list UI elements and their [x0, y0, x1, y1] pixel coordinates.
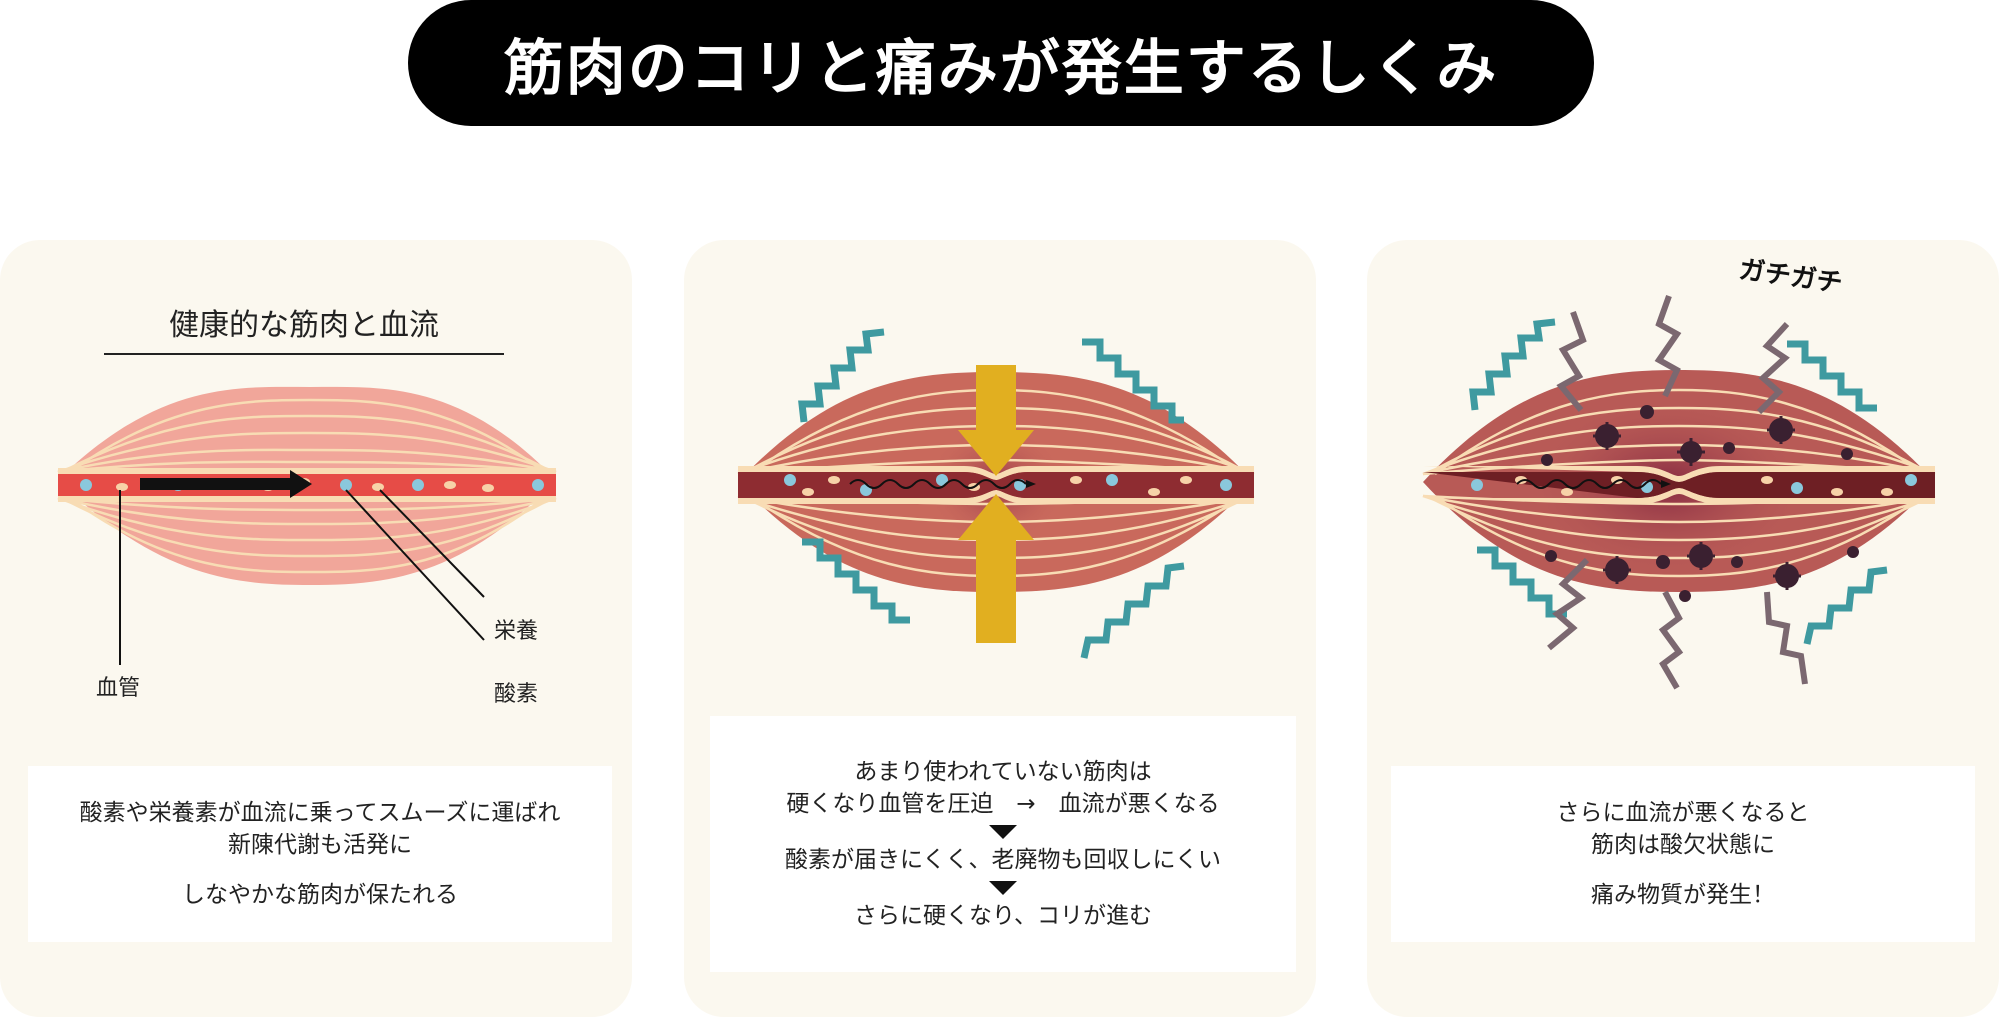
pain-bolts	[1547, 294, 1808, 690]
press-arrow-top	[958, 365, 1034, 476]
caption-line: 痛み物質が発生！	[1591, 882, 1775, 908]
panel-heading: 健康的な筋肉と血流	[169, 308, 439, 343]
pain-substance-spikes	[1593, 416, 1801, 590]
caption-line: 新陳代謝も活発に	[228, 832, 412, 858]
down-triangle-icon	[989, 881, 1017, 895]
heading-underline	[104, 353, 504, 355]
slow-flow-arrow	[1516, 479, 1662, 489]
vessel-wall-bottom	[738, 490, 1254, 504]
healthy-muscle-illustration	[57, 386, 557, 665]
vessel-wall-top	[738, 466, 1254, 480]
panel-pain: ガチガチ	[1367, 240, 1999, 1017]
vessel-wall-bottom	[1423, 488, 1935, 504]
slow-flow-arrow	[849, 479, 1027, 489]
caption-box: 酸素や栄養素が血流に乗ってスムーズに運ばれ 新陳代謝も活発に しなやかな筋肉が保…	[28, 766, 612, 942]
caption-box: あまり使われていない筋肉は 硬くなり血管を圧迫 → 血流が悪くなる 酸素が届きに…	[710, 716, 1296, 972]
panel-stiffening: あまり使われていない筋肉は 硬くなり血管を圧迫 → 血流が悪くなる 酸素が届きに…	[684, 240, 1316, 1017]
panel-healthy: 健康的な筋肉と血流	[0, 240, 632, 1017]
page-title: 筋肉のコリと痛みが発生するしくみ	[503, 33, 1499, 104]
down-triangle-icon	[989, 825, 1017, 839]
title-banner: 筋肉のコリと痛みが発生するしくみ	[408, 0, 1594, 126]
press-arrow-bottom	[958, 494, 1034, 643]
caption-line: 硬くなり血管を圧迫 → 血流が悪くなる	[786, 791, 1220, 817]
pain-muscle-illustration	[1422, 294, 1936, 690]
caption-line: 酸素や栄養素が血流に乗ってスムーズに運ばれ	[79, 800, 561, 826]
caption-line: さらに血流が悪くなると	[1556, 800, 1810, 826]
vessel-wall-top	[1423, 466, 1935, 482]
caption-line: 筋肉は酸欠状態に	[1591, 832, 1775, 858]
caption-line: 酸素が届きにくく、老廃物も回収しにくい	[784, 847, 1222, 873]
muscle-fibers	[57, 398, 557, 574]
caption-line: あまり使われていない筋肉は	[854, 759, 1152, 785]
oxygen-particles	[1471, 474, 1917, 494]
slow-flow-arrowhead	[1661, 480, 1671, 488]
caption-box: さらに血流が悪くなると 筋肉は酸欠状態に 痛み物質が発生！	[1391, 766, 1975, 942]
slow-flow-arrowhead	[1026, 480, 1036, 488]
label-vessel: 血管	[96, 676, 141, 701]
stiff-muscle-illustration	[737, 328, 1255, 659]
label-lines	[119, 489, 485, 665]
stiffness-waves	[798, 328, 1185, 659]
flow-arrow	[140, 470, 312, 498]
blood-vessel	[1423, 472, 1935, 498]
vessel-wall-bottom	[58, 496, 556, 502]
vessel-wall-top	[58, 468, 556, 474]
stiffness-waves	[1469, 318, 1888, 645]
caption-line: さらに硬くなり、コリが進む	[853, 903, 1153, 929]
label-nutrition: 栄養	[494, 619, 539, 644]
caption-line: しなやかな筋肉が保たれる	[182, 882, 458, 908]
label-oxygen: 酸素	[494, 682, 539, 707]
